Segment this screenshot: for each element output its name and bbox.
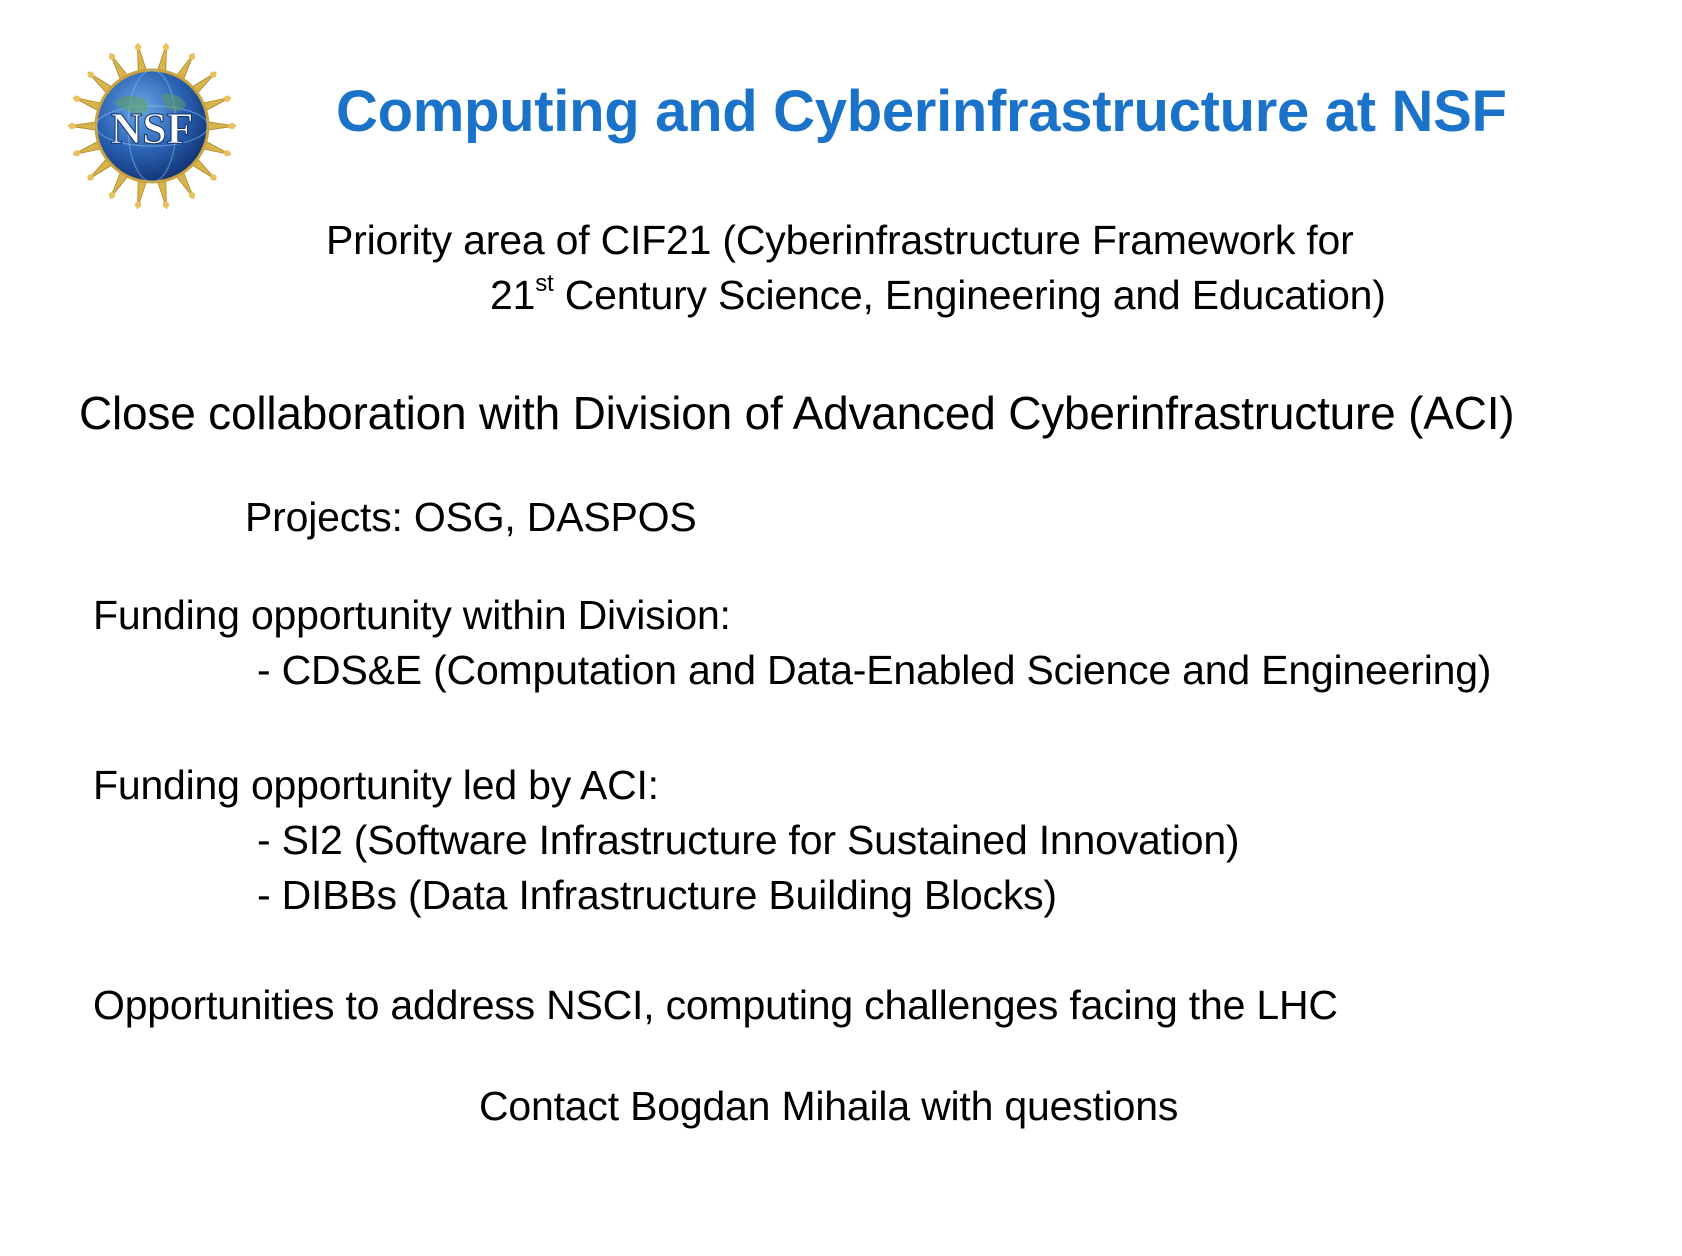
logo-ray-tip — [73, 95, 81, 102]
projects-text: Projects: OSG, DASPOS — [245, 494, 697, 540]
contact-text: Contact Bogdan Mihaila with questions — [479, 1083, 1179, 1129]
logo-ray-tip — [210, 174, 217, 181]
priority-ordinal-suffix: st — [535, 270, 554, 297]
logo-ray-tip — [162, 201, 170, 208]
logo-rays — [67, 43, 237, 209]
logo-ray-tip — [162, 44, 170, 51]
logo-ray-tip — [68, 122, 76, 130]
logo-ray-tip — [210, 71, 217, 78]
logo-text: NSF — [110, 104, 193, 153]
logo-ray-tip — [188, 192, 196, 199]
funding-aci-item: - DIBBs (Data Infrastructure Building Bl… — [257, 872, 1057, 918]
priority-line-2-text: Century Science, Engineering and Educati… — [553, 272, 1386, 318]
funding-within-heading: Funding opportunity within Division: — [93, 592, 731, 638]
logo-ray-tip — [108, 192, 116, 199]
priority-line-2: 21st Century Science, Engineering and Ed… — [490, 272, 1386, 318]
priority-line-1: Priority area of CIF21 (Cyberinfrastruct… — [326, 217, 1354, 263]
logo-ray-tip — [223, 150, 231, 157]
logo-ray-tip — [223, 95, 231, 102]
logo-ray-tip — [134, 44, 142, 51]
funding-aci-item: - SI2 (Software Infrastructure for Susta… — [257, 817, 1240, 863]
logo-ray-tip — [228, 122, 236, 130]
nsf-logo: NSF — [67, 43, 237, 209]
priority-ordinal: 21 — [490, 272, 536, 318]
funding-aci-heading: Funding opportunity led by ACI: — [93, 762, 659, 808]
opportunities-text: Opportunities to address NSCI, computing… — [93, 982, 1338, 1028]
page-title: Computing and Cyberinfrastructure at NSF — [336, 79, 1507, 144]
logo-ray-tip — [73, 150, 81, 157]
collaboration-text: Close collaboration with Division of Adv… — [79, 387, 1515, 439]
logo-ray-tip — [108, 53, 116, 60]
logo-ray-tip — [134, 201, 142, 208]
logo-ray-tip — [188, 53, 196, 60]
funding-within-item: - CDS&E (Computation and Data-Enabled Sc… — [257, 647, 1492, 693]
logo-ray-tip — [87, 71, 94, 78]
logo-ray-tip — [87, 174, 94, 181]
